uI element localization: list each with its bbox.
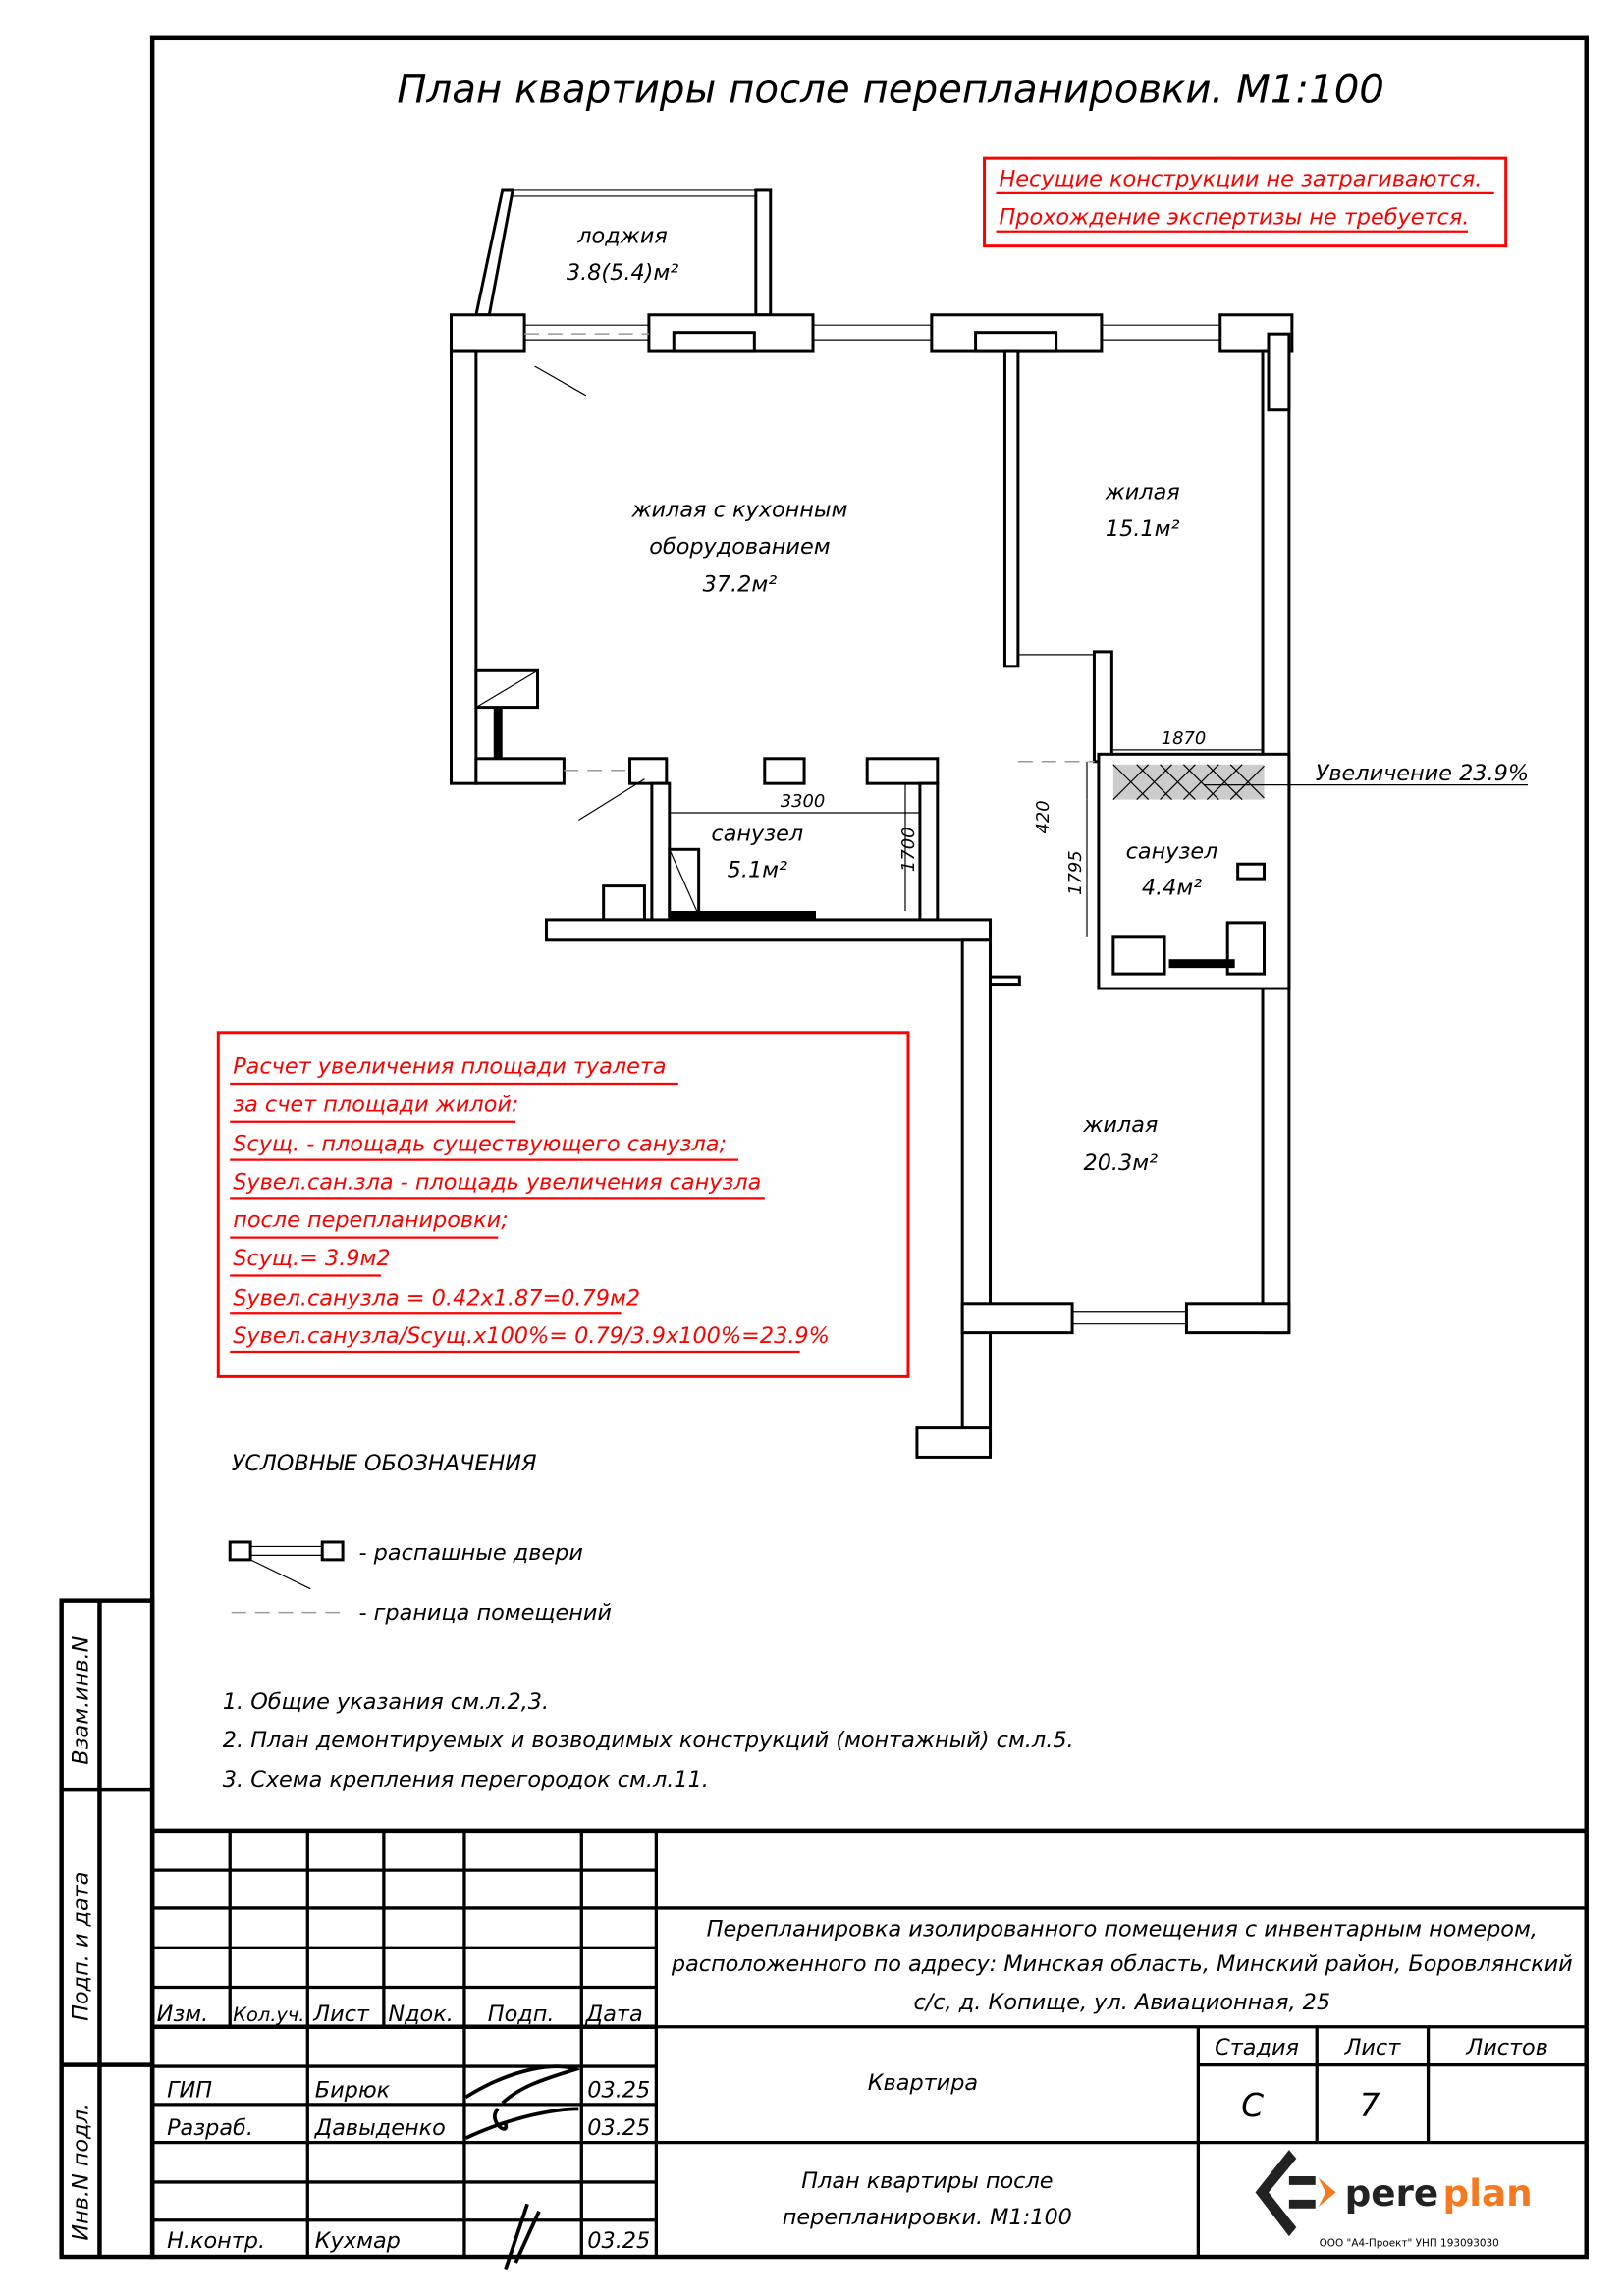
svg-text:Sувел.санузла = 0.42x1.87=0.7: Sувел.санузла = 0.42x1.87=0.79м2 <box>233 1285 640 1310</box>
stamp-header-ndok: Nдок. <box>388 2002 453 2027</box>
room-living3-area: 20.3м² <box>1083 1150 1158 1176</box>
stamp-header-podp: Подп. <box>488 2002 555 2027</box>
stamp-name-biryuk: Бирюк <box>315 2077 391 2103</box>
room-loggia-name: лоджия <box>576 224 668 249</box>
room-living-kitchen-name2: оборудованием <box>649 534 830 560</box>
svg-text:plan: plan <box>1443 2171 1533 2215</box>
project-line-3: с/с, д. Копище, ул. Авиационная, 25 <box>913 1990 1330 2015</box>
sheet-value: 7 <box>1359 2087 1380 2124</box>
svg-text:ООО "А4-Проект" УНП 193093030: ООО "А4-Проект" УНП 193093030 <box>1320 2238 1499 2250</box>
signature-icon <box>464 2064 582 2271</box>
side-strip: Взам.инв.N Подп. и дата Инв.N подл. <box>59 1598 155 2260</box>
room-bath2-area: 4.4м² <box>1142 876 1202 901</box>
legend-title: УСЛОВНЫЕ ОБОЗНАЧЕНИЯ <box>232 1451 537 1476</box>
sheet-title-2: перепланировки. М1:100 <box>783 2205 1072 2230</box>
stage-header: Стадия <box>1215 2035 1299 2060</box>
svg-text:pere: pere <box>1345 2171 1439 2215</box>
sheets-header: Листов <box>1465 2035 1548 2060</box>
svg-text:за счет площади жилой:: за счет площади жилой: <box>233 1092 518 1117</box>
dim-420: 420 <box>1033 800 1054 833</box>
dim-3300: 3300 <box>781 791 826 812</box>
room-bath1-name: санузел <box>711 821 803 846</box>
dim-1795: 1795 <box>1065 850 1086 895</box>
title-block <box>152 1828 1587 2258</box>
stamp-date-2: 03.25 <box>587 2115 650 2141</box>
stamp-role-razrab: Разраб. <box>167 2115 253 2141</box>
room-living-kitchen-name1: жилая с кухонным <box>630 498 847 523</box>
stamp-name-davydenko: Давыденко <box>314 2115 446 2141</box>
stamp-header-kol: Кол.уч. <box>233 2003 304 2026</box>
logo-mark-icon <box>1255 2150 1316 2237</box>
calculation-box: Расчет увеличения площади туалета за сче… <box>216 1031 910 1378</box>
stamp-header-date: Дата <box>585 2002 643 2027</box>
notice-box: Несущие конструкции не затрагиваются. Пр… <box>983 156 1508 248</box>
object-name: Квартира <box>868 2070 978 2096</box>
dim-1700: 1700 <box>898 828 919 873</box>
note-3: 3. Схема крепления перегородок см.л.11. <box>223 1767 709 1792</box>
increase-label: Увеличение 23.9% <box>1316 761 1529 786</box>
legend-boundary: - граница помещений <box>359 1600 612 1626</box>
project-line-1: Перепланировка изолированного помещения … <box>707 1916 1538 1942</box>
svg-text:Sувел.сан.зла - площадь увелич: Sувел.сан.зла - площадь увеличения сануз… <box>233 1169 761 1195</box>
side-label-sign-date: Подп. и дата <box>69 1872 94 2021</box>
svg-text:Прохождение экспертизы не треб: Прохождение экспертизы не требуется. <box>999 204 1469 230</box>
legend-door: - распашные двери <box>359 1540 583 1566</box>
stamp-date-1: 03.25 <box>587 2077 650 2103</box>
stamp-header-list: Лист <box>312 2002 370 2027</box>
pereplan-logo: pere plan ООО "А4-Проект" УНП 193093030 <box>1255 2150 1533 2250</box>
room-living-kitchen-area: 37.2м² <box>703 572 778 598</box>
floor-plan <box>450 188 1529 1459</box>
logo-arrow-icon <box>1318 2177 1336 2208</box>
dim-1870: 1870 <box>1162 728 1207 749</box>
room-living2-area: 15.1м² <box>1106 516 1180 542</box>
svg-text:Несущие конструкции не затраги: Несущие конструкции не затрагиваются. <box>999 166 1482 191</box>
sheet-header: Лист <box>1344 2035 1402 2060</box>
note-2: 2. План демонтируемых и возводимых конст… <box>223 1728 1074 1753</box>
side-label-inv-replace: Взам.инв.N <box>69 1635 94 1764</box>
room-bath2-name: санузел <box>1126 838 1218 864</box>
door-symbol-icon <box>228 1540 345 1590</box>
note-1: 1. Общие указания см.л.2,3. <box>223 1689 549 1715</box>
stage-value: С <box>1241 2087 1264 2124</box>
stamp-name-kukhmar: Кухмар <box>315 2228 401 2254</box>
stamp-date-3: 03.25 <box>587 2228 650 2254</box>
stamp-role-gip: ГИП <box>167 2077 212 2103</box>
page-title: План квартиры после перепланировки. М1:1… <box>397 67 1384 112</box>
sheet-title-1: План квартиры после <box>801 2168 1053 2194</box>
room-living3-name: жилая <box>1082 1112 1158 1138</box>
room-living2-name: жилая <box>1105 480 1180 506</box>
room-loggia-area: 3.8(5.4)м² <box>567 260 678 286</box>
svg-text:Расчет увеличения площади туал: Расчет увеличения площади туалета <box>233 1054 666 1080</box>
side-label-inv-orig: Инв.N подл. <box>69 2103 94 2241</box>
svg-text:Sсущ. - площадь существующего: Sсущ. - площадь существующего санузла; <box>233 1132 727 1157</box>
svg-text:Sувел.санузла/Sсущ.x100%= 0.79: Sувел.санузла/Sсущ.x100%= 0.79/3.9x100%=… <box>233 1323 830 1349</box>
stamp-role-nkontr: Н.контр. <box>167 2228 265 2254</box>
stamp-header-izm: Изм. <box>157 2002 209 2027</box>
sheet-frame <box>149 35 1589 2260</box>
project-line-2: расположенного по адресу: Минская област… <box>671 1951 1573 1977</box>
room-bath1-area: 5.1м² <box>728 858 787 883</box>
svg-text:после перепланировки;: после перепланировки; <box>233 1207 508 1233</box>
svg-text:Sсущ.= 3.9м2: Sсущ.= 3.9м2 <box>233 1246 390 1271</box>
